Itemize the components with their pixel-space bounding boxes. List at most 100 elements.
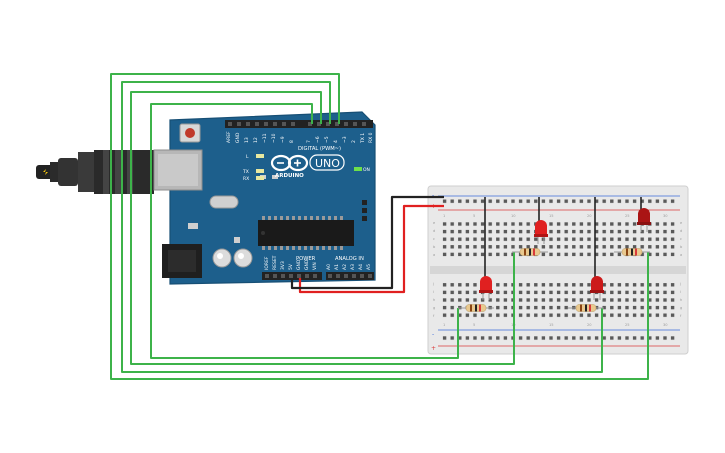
svg-text:UNO: UNO <box>315 157 340 170</box>
signal-wire-2[interactable] <box>121 81 603 373</box>
rail-minus-label-top: - <box>432 192 434 199</box>
arduino-logo-icon <box>270 154 309 172</box>
wire-gnd-black[interactable] <box>290 195 444 290</box>
svg-text:j: j <box>679 282 681 286</box>
svg-text:b: b <box>680 245 683 249</box>
svg-text:~5: ~5 <box>324 136 330 143</box>
usb-cable[interactable] <box>36 150 154 194</box>
svg-text:~11: ~11 <box>262 133 268 143</box>
svg-text:GND: GND <box>235 132 241 143</box>
led-3[interactable] <box>590 276 604 300</box>
svg-text:7: 7 <box>306 140 312 143</box>
svg-text:c: c <box>680 237 682 241</box>
rail-plus-label-bottom: + <box>431 345 436 352</box>
svg-text:~10: ~10 <box>271 133 277 143</box>
icsp-header <box>362 200 367 221</box>
svg-text:RX 0: RX 0 <box>368 132 374 143</box>
svg-text:3V3: 3V3 <box>280 261 286 270</box>
led-tx-label: TX <box>242 169 249 175</box>
svg-text:2: 2 <box>351 140 357 143</box>
on-label: ON <box>363 167 370 173</box>
signal-wire-4[interactable] <box>150 103 459 359</box>
signal-wires[interactable] <box>110 73 649 380</box>
svg-text:13: 13 <box>244 137 250 143</box>
breadboard-row-labels: e d c b a j i h g f e d c b a j i h g f <box>432 221 683 318</box>
svg-text:f: f <box>680 314 682 318</box>
power-jack <box>162 244 202 278</box>
svg-text:a: a <box>680 253 682 257</box>
svg-text:RESET: RESET <box>272 255 278 270</box>
svg-text:VIN: VIN <box>312 262 318 270</box>
svg-text:g: g <box>680 306 682 310</box>
power-header-label: POWER <box>296 256 316 262</box>
svg-text:j: j <box>432 282 434 286</box>
svg-text:e: e <box>433 221 436 225</box>
svg-text:TX 1: TX 1 <box>360 133 366 144</box>
svg-text:A3: A3 <box>350 264 356 270</box>
svg-text:GND: GND <box>304 259 310 270</box>
svg-text:5: 5 <box>473 214 475 218</box>
digital-pin-labels: AREF GND 13 12 ~11 ~10 ~9 8 7 ~6 ~5 4 ~3… <box>226 131 374 144</box>
svg-text:20: 20 <box>587 323 592 327</box>
svg-text:b: b <box>433 245 436 249</box>
svg-text:4: 4 <box>333 140 339 143</box>
svg-text:AREF: AREF <box>226 131 232 143</box>
svg-text:12: 12 <box>253 137 259 143</box>
arduino-uno-board[interactable]: AREF GND 13 12 ~11 ~10 ~9 8 7 ~6 ~5 4 ~3… <box>153 111 376 285</box>
digital-pwm-label: DIGITAL (PWM~) <box>298 146 341 152</box>
svg-text:h: h <box>680 298 682 302</box>
svg-text:15: 15 <box>549 323 554 327</box>
led-tx-indicator <box>256 169 264 173</box>
breadboard[interactable]: + - - + 1 5 10 15 20 25 30 1 5 10 15 2 <box>427 185 689 355</box>
svg-text:i: i <box>680 290 681 294</box>
svg-text:g: g <box>433 306 435 310</box>
svg-text:A2: A2 <box>342 264 348 270</box>
svg-text:8: 8 <box>289 140 295 143</box>
power-pin-labels: IOREF RESET 3V3 5V GND GND VIN <box>264 255 318 270</box>
svg-text:30: 30 <box>663 214 668 218</box>
svg-text:d: d <box>433 229 435 233</box>
atmega-chip <box>258 216 354 250</box>
svg-text:e: e <box>680 221 683 225</box>
svg-text:20: 20 <box>587 214 592 218</box>
signal-wire-1[interactable] <box>110 73 649 380</box>
led-rx-label: RX <box>243 176 249 182</box>
svg-text:IOREF: IOREF <box>264 256 270 270</box>
led-l-indicator <box>256 154 264 158</box>
svg-text:1: 1 <box>443 323 445 327</box>
analog-header[interactable] <box>326 272 374 280</box>
reset-button[interactable] <box>179 123 201 143</box>
svg-text:5V: 5V <box>288 263 294 270</box>
svg-text:30: 30 <box>663 323 668 327</box>
svg-text:~9: ~9 <box>280 136 286 143</box>
svg-text:25: 25 <box>625 323 630 327</box>
analog-pin-labels: A0 A1 A2 A3 A4 A5 <box>326 264 372 270</box>
resistor-3[interactable] <box>568 304 604 312</box>
svg-text:15: 15 <box>549 214 554 218</box>
led-l-label: L <box>246 154 249 160</box>
svg-text:25: 25 <box>625 214 630 218</box>
led-2[interactable] <box>534 220 548 244</box>
svg-text:A4: A4 <box>358 264 364 270</box>
resistor-1[interactable] <box>458 304 494 312</box>
svg-text:d: d <box>680 229 682 233</box>
svg-text:a: a <box>433 253 435 257</box>
uno-badge: UNO <box>309 154 345 171</box>
resistor-2[interactable] <box>512 248 548 256</box>
power-wires[interactable] <box>290 195 642 294</box>
svg-text:i: i <box>433 290 434 294</box>
digital-header[interactable] <box>225 120 373 128</box>
svg-text:h: h <box>433 298 435 302</box>
usb-plug-icon <box>43 169 48 175</box>
svg-text:~3: ~3 <box>342 136 348 143</box>
led-1[interactable] <box>479 276 493 300</box>
svg-text:A1: A1 <box>334 264 340 270</box>
svg-text:f: f <box>433 314 435 318</box>
led-4[interactable] <box>637 208 651 232</box>
rail-minus-label-bottom: - <box>432 331 434 338</box>
signal-wire-3[interactable] <box>130 91 515 365</box>
resistor-4[interactable] <box>614 248 650 256</box>
crystal-oscillator <box>209 195 239 209</box>
brand-label: ARDUINO <box>275 173 304 179</box>
